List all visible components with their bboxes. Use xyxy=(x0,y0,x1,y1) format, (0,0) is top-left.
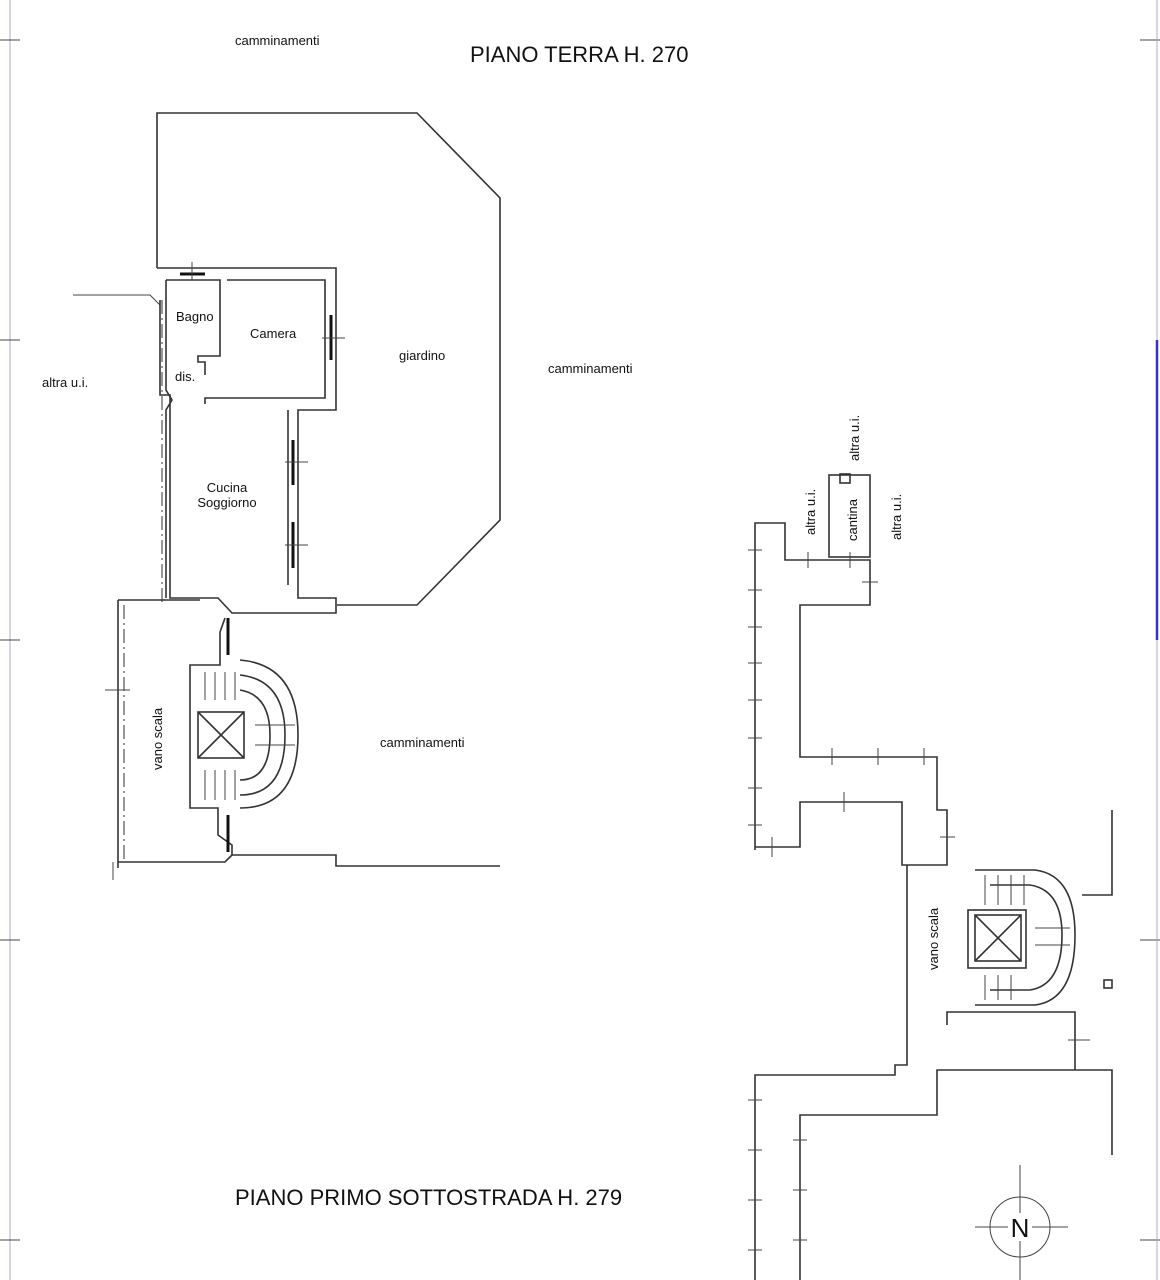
label-altra-ui-left: altra u.i. xyxy=(42,375,88,390)
apartment-walls xyxy=(157,267,337,614)
label-dis: dis. xyxy=(175,369,195,384)
label-altra-ui-1: altra u.i. xyxy=(803,489,818,535)
label-camera: Camera xyxy=(250,326,297,341)
label-camminamenti-right: camminamenti xyxy=(548,361,633,376)
label-vano-scala-left: vano scala xyxy=(150,707,165,770)
label-bagno: Bagno xyxy=(176,309,214,324)
label-soggiorno: Soggiorno xyxy=(197,495,256,510)
window-ticks xyxy=(191,262,345,546)
basement-title: PIANO PRIMO SOTTOSTRADA H. 279 xyxy=(235,1185,622,1210)
label-cantina: cantina xyxy=(845,498,860,541)
label-camminamenti-mid: camminamenti xyxy=(380,735,465,750)
ground-floor-title: PIANO TERRA H. 270 xyxy=(470,42,688,67)
vano-scala-left xyxy=(117,599,500,868)
label-giardino: giardino xyxy=(399,348,445,363)
stair-steps-left xyxy=(105,672,295,880)
label-vano-scala-right: vano scala xyxy=(926,907,941,970)
basement-ticks xyxy=(748,549,1090,1251)
label-cucina: Cucina xyxy=(207,480,248,495)
label-altra-ui-2: altra u.i. xyxy=(847,415,862,461)
compass-north-label: N xyxy=(1011,1213,1030,1243)
basement-walls xyxy=(754,473,1113,1280)
label-altra-ui-3: altra u.i. xyxy=(889,494,904,540)
garden-outline xyxy=(156,112,501,606)
label-camminamenti-top: camminamenti xyxy=(235,33,320,48)
neighbor-wall xyxy=(73,294,161,306)
